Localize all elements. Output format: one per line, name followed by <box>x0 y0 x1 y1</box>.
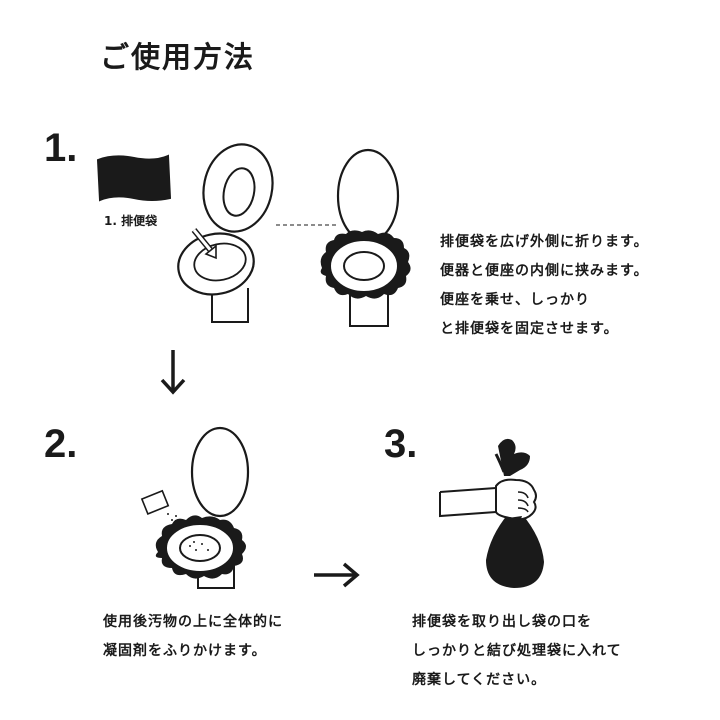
step-1-line-2: 便器と便座の内側に挟みます。 <box>440 263 649 279</box>
step-2-line-2: 凝固剤をふりかけます。 <box>103 643 267 659</box>
step-3-line-3: 廃棄してください。 <box>412 672 547 688</box>
toilet-bag-set-icon <box>320 148 411 327</box>
step-1-caption: 排便袋を広げ外側に折ります。 便器と便座の内側に挟みます。 便座を乗せ、しっかり… <box>440 228 649 344</box>
right-arrow-icon <box>314 562 360 588</box>
step-2-number: 2. <box>44 422 78 466</box>
step-2-line-1: 使用後汚物の上に全体的に <box>103 614 283 630</box>
dashed-connector <box>276 224 336 226</box>
step-1-line-1: 排便袋を広げ外側に折ります。 <box>440 234 649 250</box>
toilet-open-seat-icon <box>177 143 274 323</box>
page-title: ご使用方法 <box>100 40 256 74</box>
step-3-caption: 排便袋を取り出し袋の口を しっかりと結び処理袋に入れて 廃棄してください。 <box>412 608 622 695</box>
step-1-line-3: 便座を乗せ、しっかり <box>440 292 590 308</box>
toilet-sprinkle-icon <box>140 426 250 589</box>
step-2-caption: 使用後汚物の上に全体的に 凝固剤をふりかけます。 <box>103 608 283 666</box>
step-1-number: 1. <box>44 126 78 170</box>
step-3-number: 3. <box>384 422 418 466</box>
step-1-line-4: と排便袋を固定させます。 <box>440 321 619 337</box>
step-3-line-2: しっかりと結び処理袋に入れて <box>412 643 622 659</box>
bag-sheet-icon <box>96 154 172 202</box>
down-arrow-icon <box>160 350 186 395</box>
hand-holding-bag-icon <box>439 438 544 588</box>
step-3-line-1: 排便袋を取り出し袋の口を <box>412 614 592 630</box>
step-1-item-label: 1. 排便袋 <box>104 214 158 228</box>
